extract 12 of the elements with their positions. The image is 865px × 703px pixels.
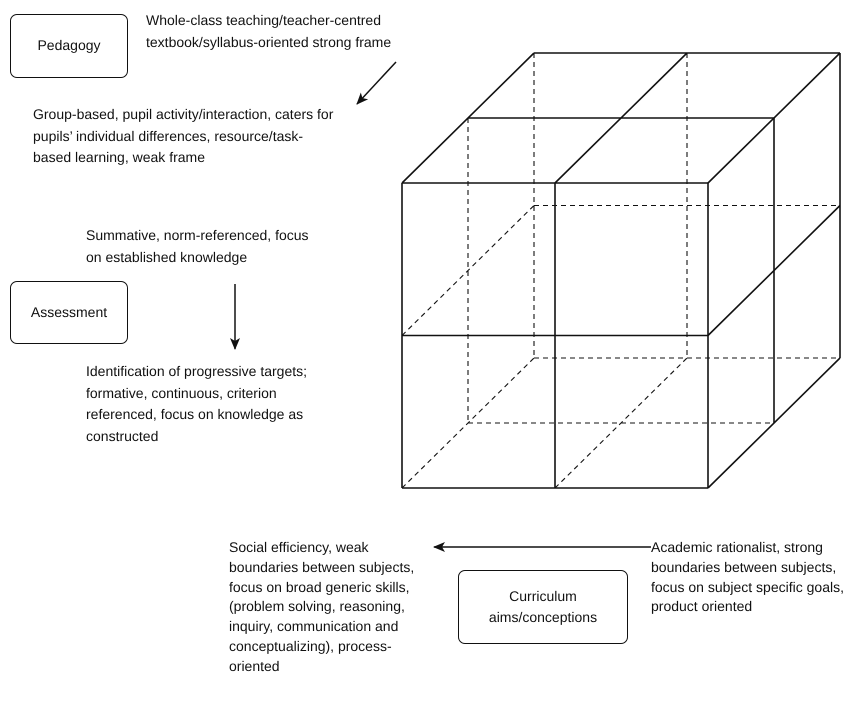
description-text: Identification of progressive targets; formative, continuous, criterion referenced, focus on knowledge as constructed	[86, 362, 308, 446]
arrow	[230, 284, 240, 350]
description-text: Summative, norm-referenced, focus on established knowledge	[86, 226, 310, 267]
description-text: Whole-class teaching/teacher-centred textbook/syllabus-oriented strong frame	[146, 11, 392, 52]
description-text: Academic rationalist, strong boundaries between subjects, focus on subject specific goals, product oriented	[651, 538, 845, 616]
label-box: Curriculum aims/conceptions	[458, 570, 628, 644]
label-box: Pedagogy	[10, 14, 128, 78]
description-text: Social efficiency, weak boundaries between subjects, focus on broad generic skills, (problem solving, reasoning, inquiry, communication and conceptualizing), process-oriented	[229, 538, 416, 676]
arrow	[356, 61, 397, 105]
description-text: Group-based, pupil activity/interaction, caters for pupils’ individual differences, resource/task-based learning, weak frame	[33, 105, 334, 167]
label-box: Assessment	[10, 281, 128, 344]
arrow	[433, 542, 651, 552]
